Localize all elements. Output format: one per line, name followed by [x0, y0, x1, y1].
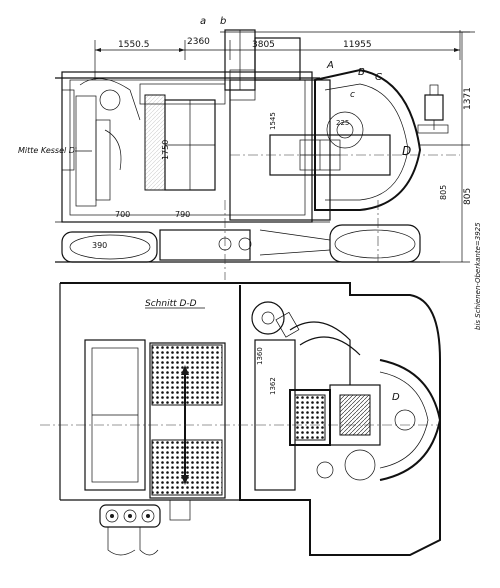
- dim-d4: 11955: [343, 40, 372, 50]
- mark-c: c: [350, 90, 355, 100]
- dim-d1: 1550.5: [118, 40, 150, 50]
- mark-D-bottom: D: [392, 392, 400, 403]
- dim-w1: 700: [115, 210, 130, 219]
- dim-v1: 1371: [463, 87, 473, 110]
- dim-v2: 805: [463, 188, 473, 205]
- chimney: [224, 29, 331, 221]
- mark-C: C: [375, 72, 382, 83]
- mark-b: b: [220, 16, 226, 27]
- mark-a: a: [200, 16, 206, 27]
- mark-B-top: B: [358, 67, 365, 78]
- section-nose: D: [379, 359, 442, 481]
- headlamp: [417, 84, 449, 134]
- section-view: Schnitt D-D 1360 1362: [40, 185, 448, 556]
- locomotive-body: 1750 700 390 790: [55, 71, 330, 250]
- top-dimension-chain: 1550.5 2360 3805 11955 a b: [94, 16, 475, 80]
- section-title: Schnitt D-D: [145, 299, 197, 309]
- dim-w4: 1750: [161, 140, 170, 160]
- dim-w7: 805: [439, 185, 448, 200]
- dim-d3: 3805: [252, 40, 275, 50]
- rail-height-note: bis Schienen-Oberkante=3925: [474, 222, 482, 330]
- boiler-center-label: Mitte Kessel D': [18, 146, 77, 155]
- gear-housing: 1360 1362: [251, 301, 381, 491]
- right-dimension-chain: 1371 805 bis Schienen-Oberkante=3925: [420, 31, 482, 330]
- mark-A-top: A: [326, 60, 334, 71]
- dim-w3: 790: [175, 210, 190, 219]
- dim-w2: 390: [92, 241, 107, 250]
- bottom-couplers: [99, 499, 191, 556]
- front-nose: D C c 225 1545: [230, 68, 460, 211]
- dim-w5: 225: [336, 119, 349, 127]
- dim-w8: 1360: [256, 347, 264, 365]
- mark-D-top: D: [402, 144, 411, 158]
- elevation-view: 1550.5 2360 3805 11955 a b 1371 805 bis …: [18, 16, 482, 330]
- dim-d2: 2360: [187, 37, 210, 47]
- dim-w6: 1545: [269, 112, 277, 130]
- dim-w9: 1362: [269, 377, 277, 395]
- running-gear: [55, 200, 440, 280]
